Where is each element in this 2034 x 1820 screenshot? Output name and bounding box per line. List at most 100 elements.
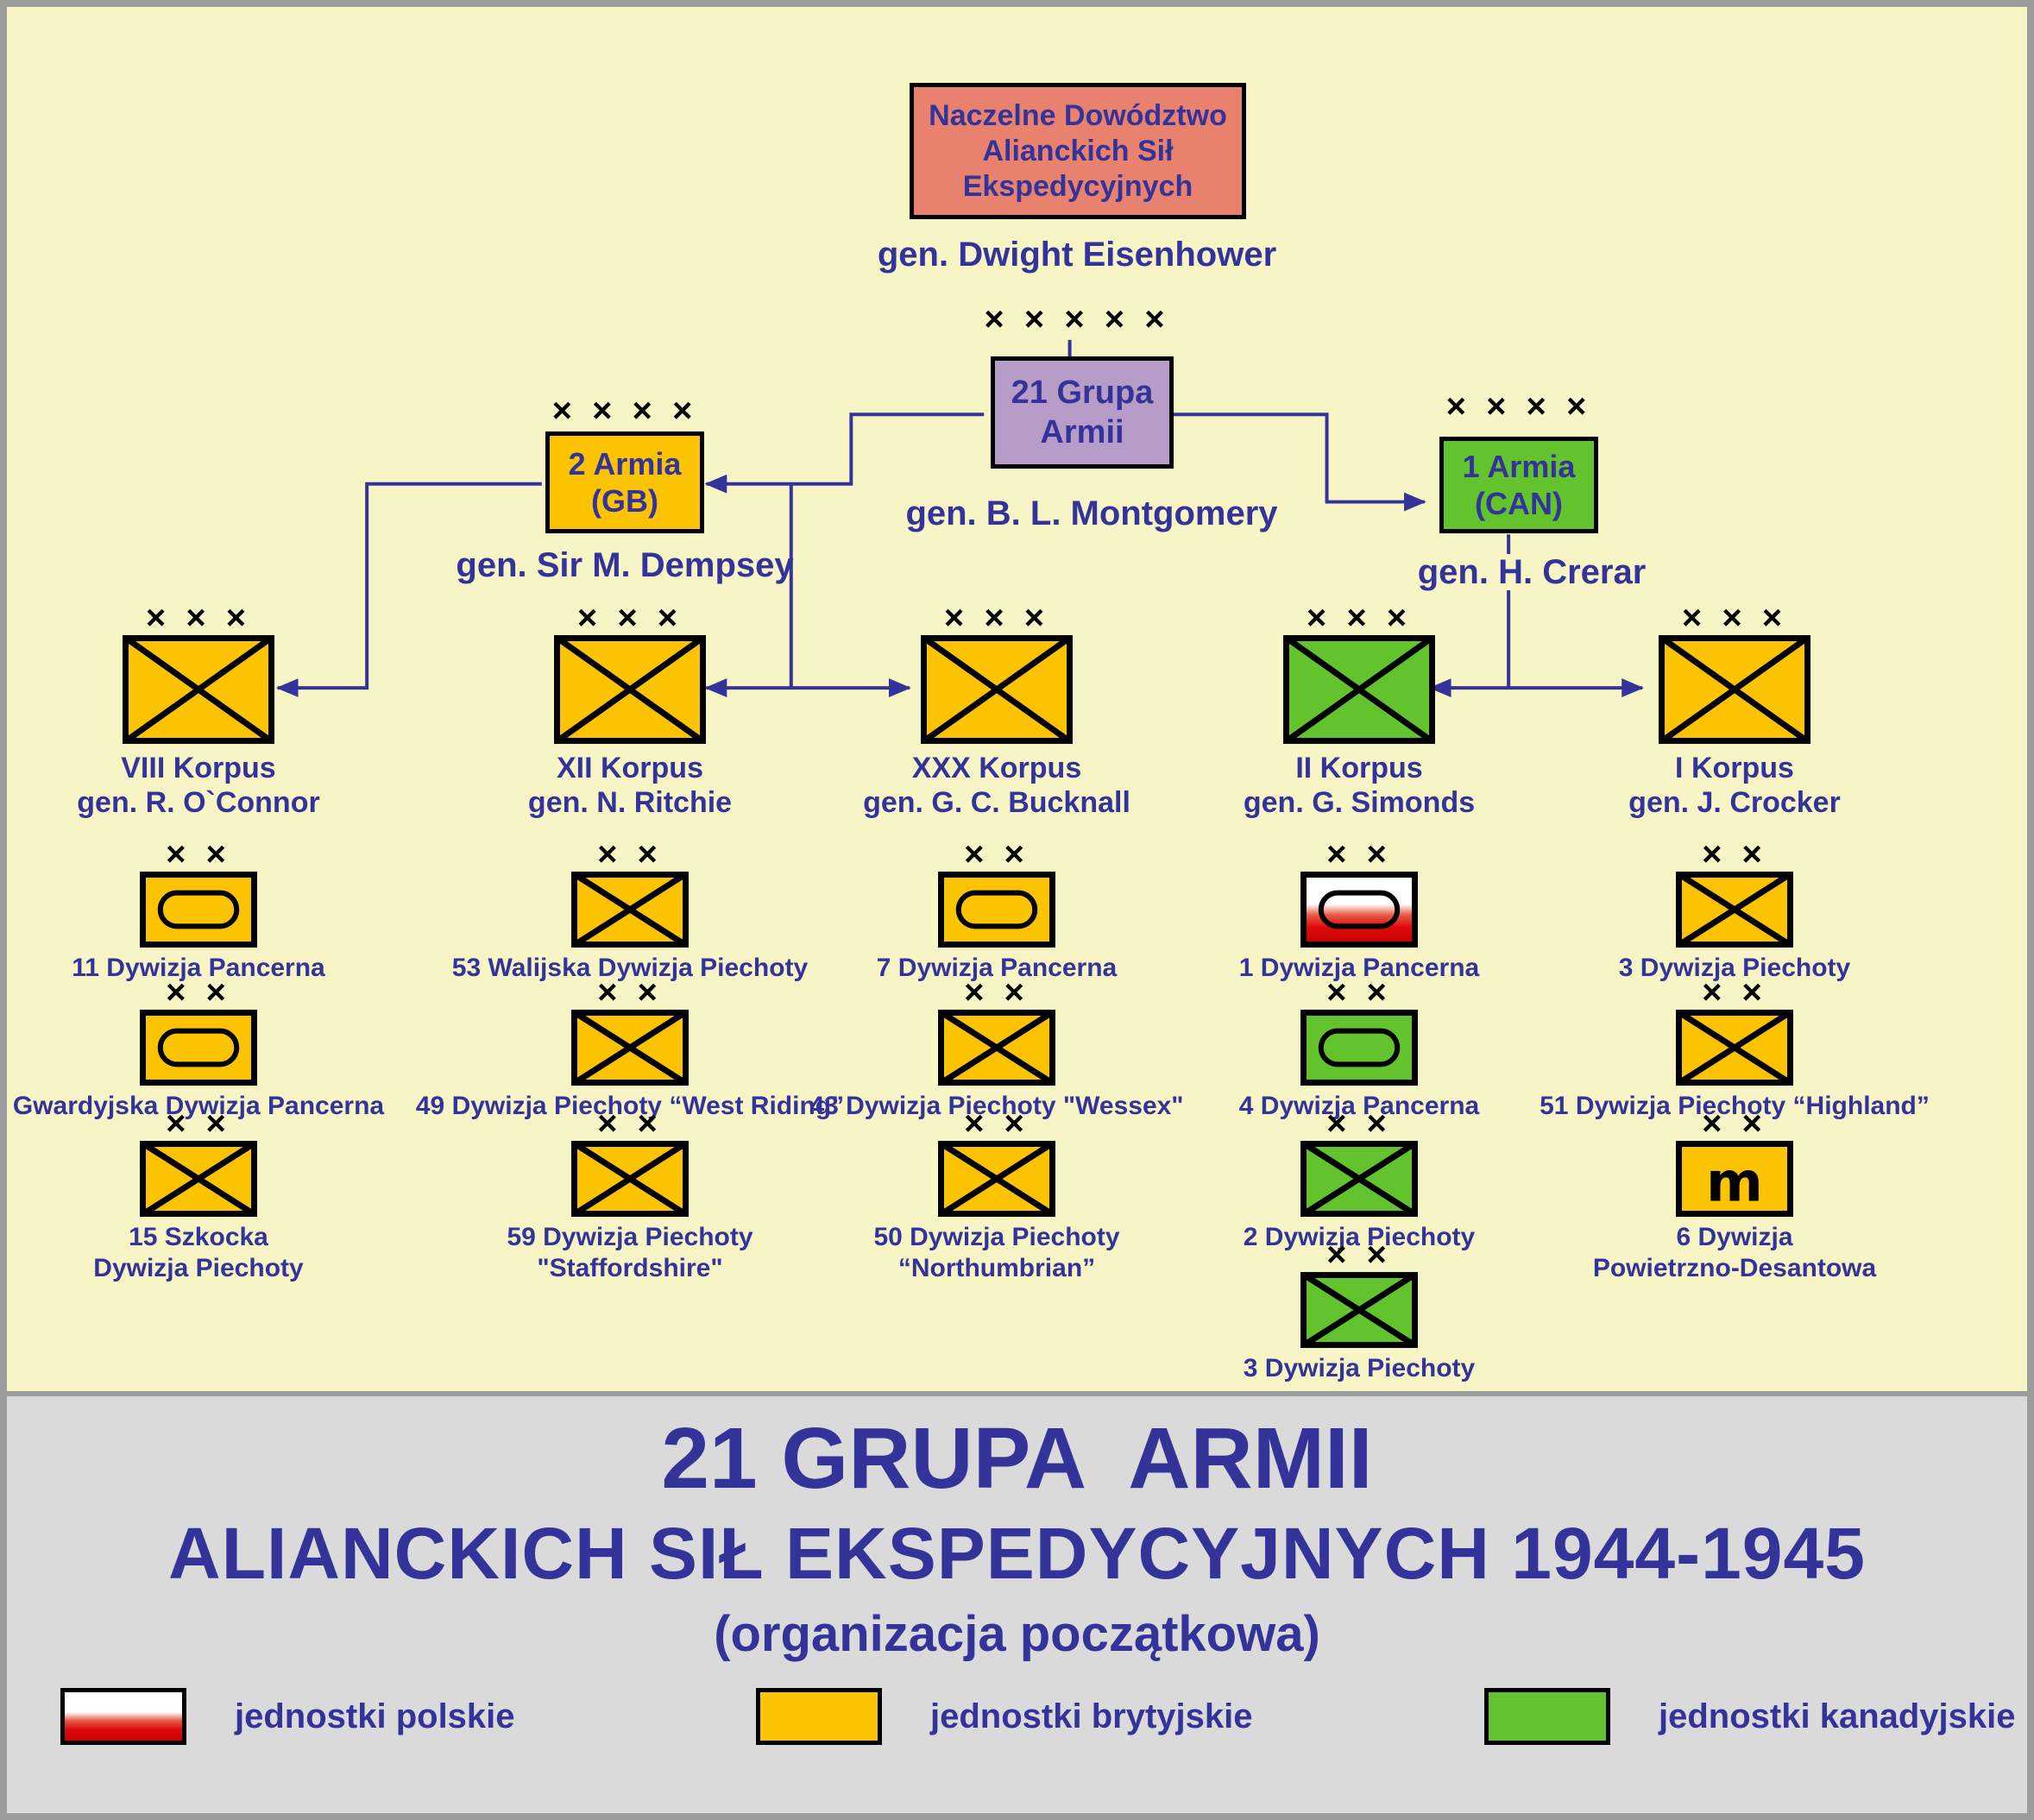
subtitle-note: (organizacja początkowa): [714, 1606, 1320, 1662]
rank-stars-division: × ×: [1702, 835, 1767, 873]
legend-label: jednostki brytyjskie: [930, 1697, 1253, 1735]
infantry-division-symbol: [571, 871, 689, 948]
division-label: 43 Dywizja Piechoty "Wessex": [809, 1092, 1184, 1120]
infantry-corps-symbol: [1658, 634, 1811, 745]
legend-item-british: jednostki brytyjskie: [756, 1688, 1252, 1745]
org-chart-area: Naczelne Dowództwo Alianckich Sił Eksped…: [7, 7, 2027, 1391]
infantry-division-symbol: [1676, 1009, 1793, 1086]
division-label: 53 Walijska Dywizja Piechoty: [451, 954, 809, 982]
rank-stars-corps: × × ×: [1681, 599, 1788, 637]
division-node: × × 51 Dywizja Piechoty “Highland”: [1510, 975, 1959, 1122]
division-label: Gwardyjska Dywizja Pancerna: [12, 1092, 385, 1120]
rank-stars-division: × ×: [597, 1105, 663, 1143]
corps-node-i: × × × I Korpus gen. J. Crocker: [1510, 601, 1959, 820]
rank-stars-army-group: × × × × ×: [984, 300, 1170, 338]
division-node: × × 59 Dywizja Piechoty"Staffordshire": [406, 1106, 854, 1284]
armored-division-symbol: [140, 1010, 257, 1086]
division-node: × × 3 Dywizja Piechoty: [1510, 837, 1959, 984]
infantry-corps-symbol: [553, 634, 707, 745]
rank-stars-1st-army: × × × ×: [1445, 387, 1592, 425]
rank-stars-division: × ×: [1326, 1236, 1392, 1274]
division-node: × × 2 Dywizja Piechoty: [1135, 1106, 1584, 1253]
infantry-division-symbol: [938, 1140, 1055, 1218]
rank-stars-corps: × × ×: [145, 599, 252, 637]
connector-lines: [275, 339, 1645, 698]
corps-label: VIII Korpus gen. R. O`Connor: [77, 752, 320, 819]
division-label: 2 Dywizja Piechoty: [1243, 1223, 1476, 1251]
infantry-corps-symbol: [1282, 634, 1436, 745]
infantry-division-symbol: [938, 1009, 1055, 1086]
rank-stars-division: × ×: [1326, 1105, 1392, 1143]
title-panel: 21 GRUPA ARMII ALIANCKICH SIŁ EKSPEDYCYJ…: [7, 1391, 2027, 1813]
division-node: × × 11 Dywizja Pancerna: [7, 835, 423, 984]
infantry-division-symbol: [571, 1009, 689, 1086]
division-label: 11 Dywizja Pancerna: [72, 954, 325, 982]
corps-label: XXX Korpus gen. G. C. Bucknall: [863, 752, 1130, 819]
rank-stars-division: × ×: [597, 973, 663, 1011]
division-node: × × 49 Dywizja Piechoty “West Riding”: [406, 975, 854, 1122]
infantry-division-symbol: [140, 1140, 257, 1218]
rank-stars-division: × ×: [964, 835, 1030, 873]
corps-label: II Korpus gen. G. Simonds: [1243, 752, 1476, 819]
node-2nd-army: 2 Armia (GB): [545, 431, 704, 533]
rank-stars-2nd-army: × × × ×: [551, 392, 698, 430]
rank-stars-division: × ×: [166, 1105, 231, 1143]
division-label: 1 Dywizja Pancerna: [1238, 954, 1480, 982]
polish-units-swatch: [60, 1688, 186, 1745]
armored-division-symbol: [938, 872, 1055, 948]
rank-stars-division: × ×: [166, 835, 231, 873]
corps-node-xxx: × × × XXX Korpus gen. G. C. Bucknall: [772, 601, 1221, 820]
armored-division-symbol: [140, 872, 257, 948]
legend-item-polish: jednostki polskie: [60, 1688, 515, 1745]
infantry-corps-symbol: [122, 634, 275, 745]
division-label: 7 Dywizja Pancerna: [876, 954, 1118, 982]
supreme-hq-line2: Alianckich Sił: [982, 134, 1174, 167]
division-label: 59 Dywizja Piechoty"Staffordshire": [507, 1223, 753, 1282]
division-node: × × 3 Dywizja Piechoty: [1135, 1237, 1584, 1384]
division-node: × × 53 Walijska Dywizja Piechoty: [406, 837, 854, 984]
supreme-hq-line3: Ekspedycyjnych: [962, 169, 1193, 203]
2nd-army-line2: (GB): [591, 483, 658, 519]
rank-stars-division: × ×: [1326, 973, 1392, 1011]
infantry-division-symbol: [1300, 1271, 1418, 1349]
supreme-hq-line1: Naczelne Dowództwo: [929, 98, 1227, 132]
rank-stars-division: × ×: [166, 973, 231, 1011]
rank-stars-division: × ×: [1702, 1105, 1767, 1143]
rank-stars-division: × ×: [964, 973, 1030, 1011]
legend-item-canadian: jednostki kanadyjskie: [1484, 1688, 2016, 1745]
corps-label: I Korpus gen. J. Crocker: [1628, 752, 1841, 819]
division-node: × × 1 Dywizja Pancerna: [1135, 837, 1584, 984]
2nd-army-line1: 2 Armia: [568, 446, 682, 482]
infantry-division-symbol: [571, 1140, 689, 1218]
node-supreme-hq: Naczelne Dowództwo Alianckich Sił Eksped…: [910, 83, 1246, 219]
airborne-division-symbol: m: [1676, 1141, 1793, 1217]
army-group-line2: Armii: [1040, 414, 1124, 450]
commander-montgomery: gen. B. L. Montgomery: [905, 494, 1278, 532]
node-21-army-group: 21 Grupa Armii: [991, 356, 1174, 469]
division-label: 3 Dywizja Piechoty: [1243, 1354, 1476, 1382]
commander-eisenhower: gen. Dwight Eisenhower: [877, 236, 1277, 274]
division-node: × × 7 Dywizja Pancerna: [772, 837, 1221, 984]
rank-stars-division: × ×: [597, 835, 663, 873]
svg-text:m: m: [1706, 1151, 1763, 1214]
corps-label: XII Korpus gen. N. Ritchie: [527, 752, 733, 819]
corps-node-ii: × × × II Korpus gen. G. Simonds: [1135, 601, 1584, 820]
division-node: × × 4 Dywizja Pancerna: [1135, 975, 1584, 1122]
subtitle: ALIANCKICH SIŁ EKSPEDYCYJNYCH 1944-1945: [168, 1513, 1866, 1594]
legend-label: jednostki kanadyjskie: [1659, 1697, 2016, 1735]
node-1st-army: 1 Armia (CAN): [1439, 437, 1598, 533]
british-units-swatch: [756, 1688, 882, 1745]
army-group-line1: 21 Grupa: [1011, 375, 1154, 411]
corps-node-xii: × × × XII Korpus gen. N. Ritchie: [406, 601, 854, 820]
division-label: 4 Dywizja Pancerna: [1238, 1092, 1480, 1120]
legend-label: jednostki polskie: [235, 1697, 515, 1735]
commander-dempsey: gen. Sir M. Dempsey: [456, 546, 794, 584]
1st-army-line2: (CAN): [1475, 486, 1563, 521]
infantry-division-symbol: [1676, 871, 1793, 948]
rank-stars-division: × ×: [1702, 973, 1767, 1011]
armored-division-symbol: [1300, 1010, 1418, 1086]
